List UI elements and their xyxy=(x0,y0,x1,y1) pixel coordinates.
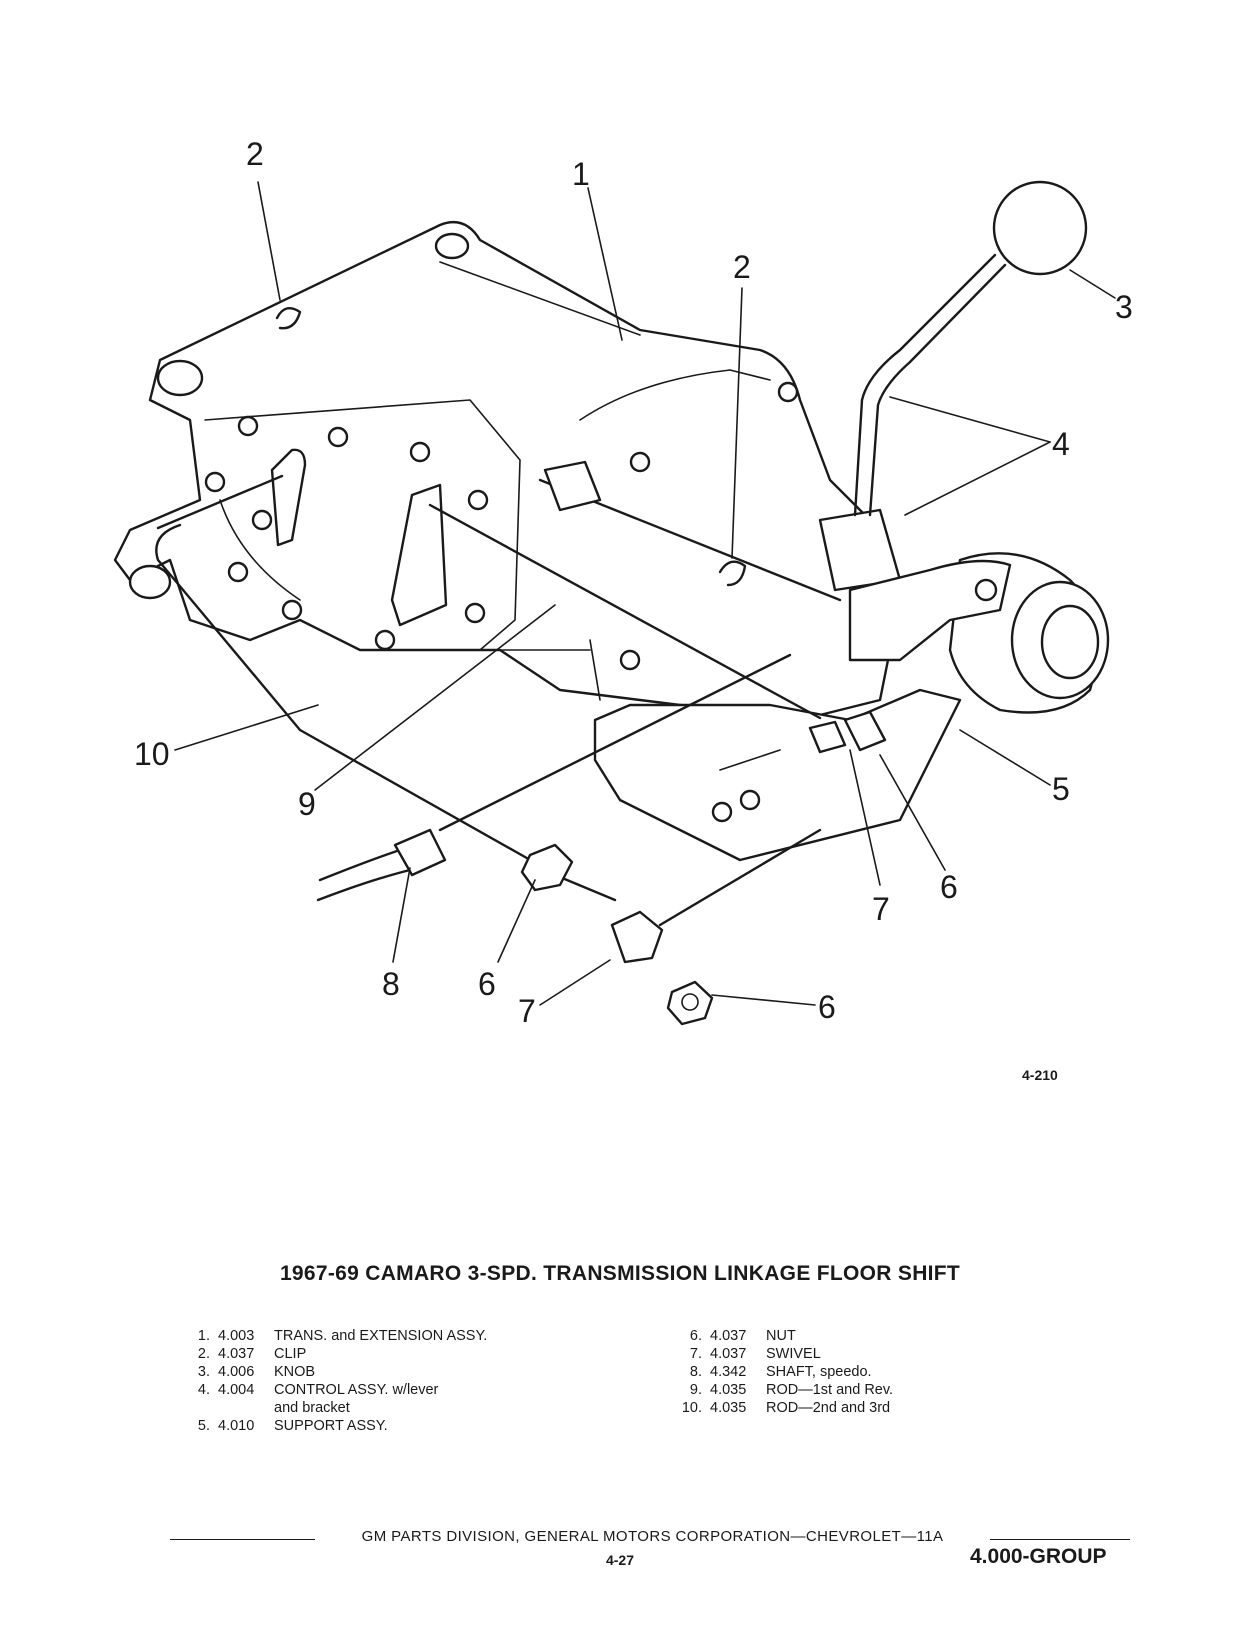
part-number: 4. xyxy=(197,1382,210,1398)
hardware xyxy=(275,306,887,1026)
part-description-continued: and bracket xyxy=(274,1400,350,1416)
callout-5: 5 xyxy=(1052,771,1070,807)
callout-3: 3 xyxy=(1115,289,1133,325)
part-description: KNOB xyxy=(274,1364,316,1380)
callout-6: 6 xyxy=(818,989,836,1025)
parts-list-item: 5. 4.010 SUPPORT ASSY. xyxy=(182,1417,487,1435)
parts-list-item: 10. 4.035 ROD—2nd and 3rd xyxy=(668,1399,893,1417)
part-number: 3. xyxy=(197,1364,210,1380)
part-number: 10. xyxy=(681,1400,702,1416)
parts-list-item: 3. 4.006 KNOB xyxy=(182,1363,487,1381)
part-number: 1. xyxy=(197,1328,210,1344)
part-number: 6. xyxy=(689,1328,702,1344)
part-description: CLIP xyxy=(274,1346,307,1362)
speedo-shaft xyxy=(316,653,792,902)
parts-list-item: 7. 4.037 SWIVEL xyxy=(668,1345,893,1363)
shift-levers xyxy=(270,448,448,627)
part-code: 4.010 xyxy=(218,1418,255,1434)
page-number: 4-27 xyxy=(605,1552,635,1568)
callout-4: 4 xyxy=(1052,426,1070,462)
callout-8: 8 xyxy=(382,966,400,1002)
transmission-case xyxy=(113,220,902,722)
callout-2: 2 xyxy=(246,136,264,172)
callout-10: 10 xyxy=(134,736,170,772)
page-title: 1967-69 CAMARO 3-SPD. TRANSMISSION LINKA… xyxy=(279,1262,961,1285)
footer-text: GM PARTS DIVISION, GENERAL MOTORS CORPOR… xyxy=(361,1528,944,1545)
callout-6: 6 xyxy=(478,966,496,1002)
callout-2: 2 xyxy=(733,249,751,285)
footer-rule-right xyxy=(990,1539,1130,1540)
part-number: 5. xyxy=(197,1418,210,1434)
part-code: 4.342 xyxy=(710,1364,747,1380)
support-assembly xyxy=(593,688,962,862)
parts-list-left: 1. 4.003 TRANS. and EXTENSION ASSY. 2. 4… xyxy=(182,1327,487,1435)
footer-rule-left xyxy=(170,1539,315,1540)
part-description: SHAFT, speedo. xyxy=(766,1364,872,1380)
callout-6: 6 xyxy=(940,869,958,905)
parts-list-item: 9. 4.035 ROD—1st and Rev. xyxy=(668,1381,893,1399)
part-number: 2. xyxy=(197,1346,210,1362)
callout-leaders xyxy=(174,181,1116,1006)
part-description: SWIVEL xyxy=(766,1346,821,1362)
part-code: 4.035 xyxy=(710,1400,747,1416)
part-code: 4.037 xyxy=(710,1346,747,1362)
parts-list-item: 1. 4.003 TRANS. and EXTENSION ASSY. xyxy=(182,1327,487,1345)
part-code: 4.006 xyxy=(218,1364,255,1380)
part-number: 7. xyxy=(689,1346,702,1362)
parts-list-item: 4. 4.004 CONTROL ASSY. w/lever xyxy=(182,1381,487,1399)
callout-1: 1 xyxy=(572,156,590,192)
parts-list-item: 6. 4.037 NUT xyxy=(668,1327,893,1345)
part-description: SUPPORT ASSY. xyxy=(274,1418,388,1434)
parts-list-item: 2. 4.037 CLIP xyxy=(182,1345,487,1363)
part-description: TRANS. and EXTENSION ASSY. xyxy=(274,1328,488,1344)
transmission-linkage-illustration: 1 2 2 3 4 5 6 6 6 7 7 8 9 10 4-210 xyxy=(113,136,1133,1083)
case-bolts xyxy=(204,381,799,671)
part-code: 4.037 xyxy=(218,1346,255,1362)
part-description: ROD—2nd and 3rd xyxy=(766,1400,891,1416)
part-number: 9. xyxy=(689,1382,702,1398)
callout-9: 9 xyxy=(298,786,316,822)
shifter-control-assembly xyxy=(818,180,1088,662)
part-number: 8. xyxy=(689,1364,702,1380)
group-label: 4.000-GROUP xyxy=(970,1545,1107,1568)
part-code: 4.003 xyxy=(218,1328,255,1344)
figure-number: 4-210 xyxy=(1022,1067,1058,1083)
part-code: 4.004 xyxy=(218,1382,255,1398)
extension-housing xyxy=(948,552,1110,714)
part-description: CONTROL ASSY. w/lever xyxy=(274,1382,439,1398)
part-code: 4.037 xyxy=(710,1328,747,1344)
parts-list-right: 6. 4.037 NUT 7. 4.037 SWIVEL 8. 4.342 SH… xyxy=(668,1327,893,1417)
callout-7: 7 xyxy=(872,891,890,927)
part-code: 4.035 xyxy=(710,1382,747,1398)
footer: GM PARTS DIVISION, GENERAL MOTORS CORPOR… xyxy=(170,1528,1130,1548)
part-description: ROD—1st and Rev. xyxy=(766,1382,894,1398)
part-description: NUT xyxy=(766,1328,796,1344)
callout-7: 7 xyxy=(518,993,536,1029)
parts-list-item: 8. 4.342 SHAFT, speedo. xyxy=(668,1363,893,1381)
